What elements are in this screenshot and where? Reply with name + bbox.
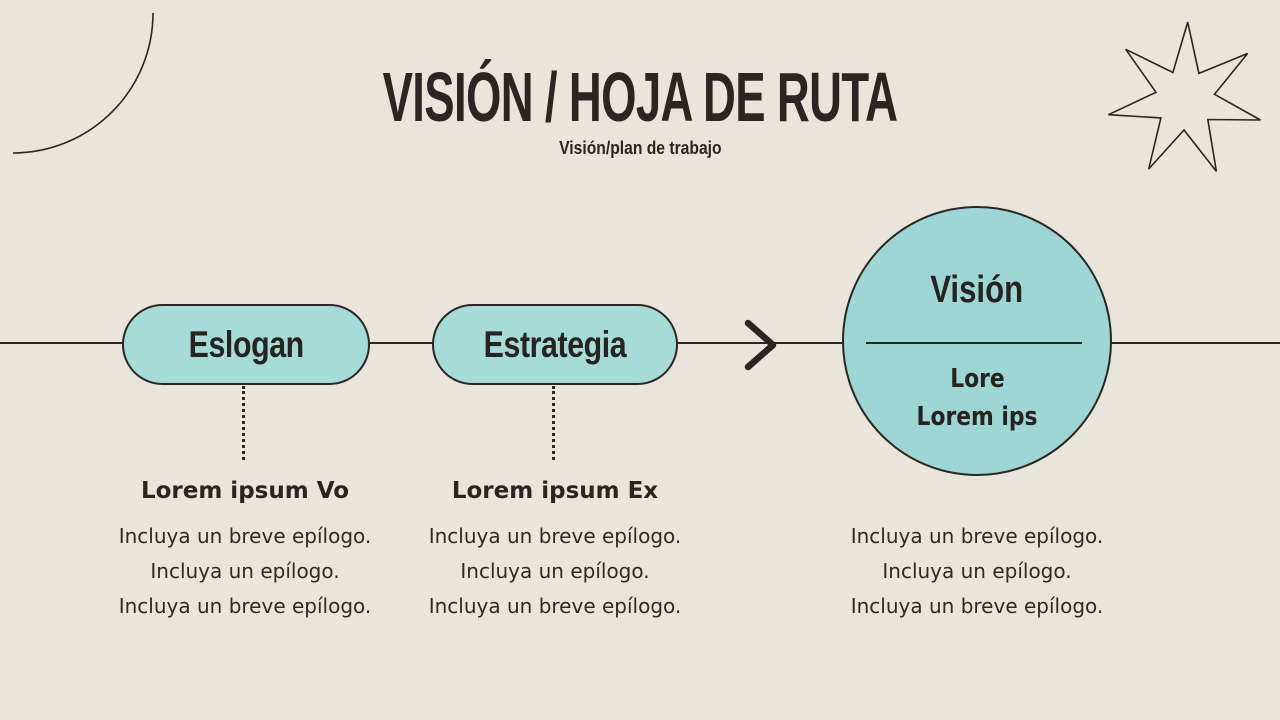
vision-circle-divider [866,342,1082,344]
vision-subline-1: Lore [949,364,1005,394]
page-subtitle: Visión/plan de trabajo [0,136,1280,160]
chevron-right-icon [744,319,777,371]
step-2-body-line-2: Incluya un epílogo. [460,559,650,583]
step-1-body-line-3: Incluya un breve epílogo. [118,594,372,618]
vision-circle-sublines: Lore Lorem ips [844,360,1110,436]
dotted-connector-estrategia [552,386,555,460]
timeline-step-estrategia-label: Estrategia [483,323,627,365]
timeline-step-eslogan-label: Eslogan [188,323,304,365]
timeline-step-estrategia: Estrategia [432,304,678,385]
step-2-body-line-3: Incluya un breve epílogo. [428,594,682,618]
quarter-arc-icon [12,12,154,154]
step-3-body: Incluya un breve epílogo. Incluya un epí… [812,519,1142,624]
timeline-step-eslogan: Eslogan [122,304,370,385]
step-3-body-line-3: Incluya un breve epílogo. [850,594,1104,618]
step-3-body-line-1: Incluya un breve epílogo. [850,524,1104,548]
star-icon [1108,21,1261,172]
step-3-body-line-2: Incluya un epílogo. [882,559,1072,583]
page-subtitle-text: Visión/plan de trabajo [558,138,722,158]
step-1-body: Incluya un breve epílogo. Incluya un epí… [80,519,410,624]
vision-circle-title-text: Visión [930,269,1024,311]
vision-circle-title: Visión [844,266,1110,314]
vision-subline-2: Lorem ips [916,402,1038,432]
step-1-body-line-2: Incluya un epílogo. [150,559,340,583]
timeline-step-vision-circle: Visión Lore Lorem ips [842,206,1112,476]
step-2-body: Incluya un breve epílogo. Incluya un epí… [390,519,720,624]
page-title: VISIÓN / HOJA DE RUTA [0,60,1280,134]
dotted-connector-eslogan [242,386,245,460]
step-2-body-line-1: Incluya un breve epílogo. [428,524,682,548]
page-title-text: VISIÓN / HOJA DE RUTA [382,58,898,136]
step-2-heading: Lorem ipsum Ex [451,478,659,504]
step-1-body-line-1: Incluya un breve epílogo. [118,524,372,548]
step-1-heading: Lorem ipsum Vo [140,478,350,504]
